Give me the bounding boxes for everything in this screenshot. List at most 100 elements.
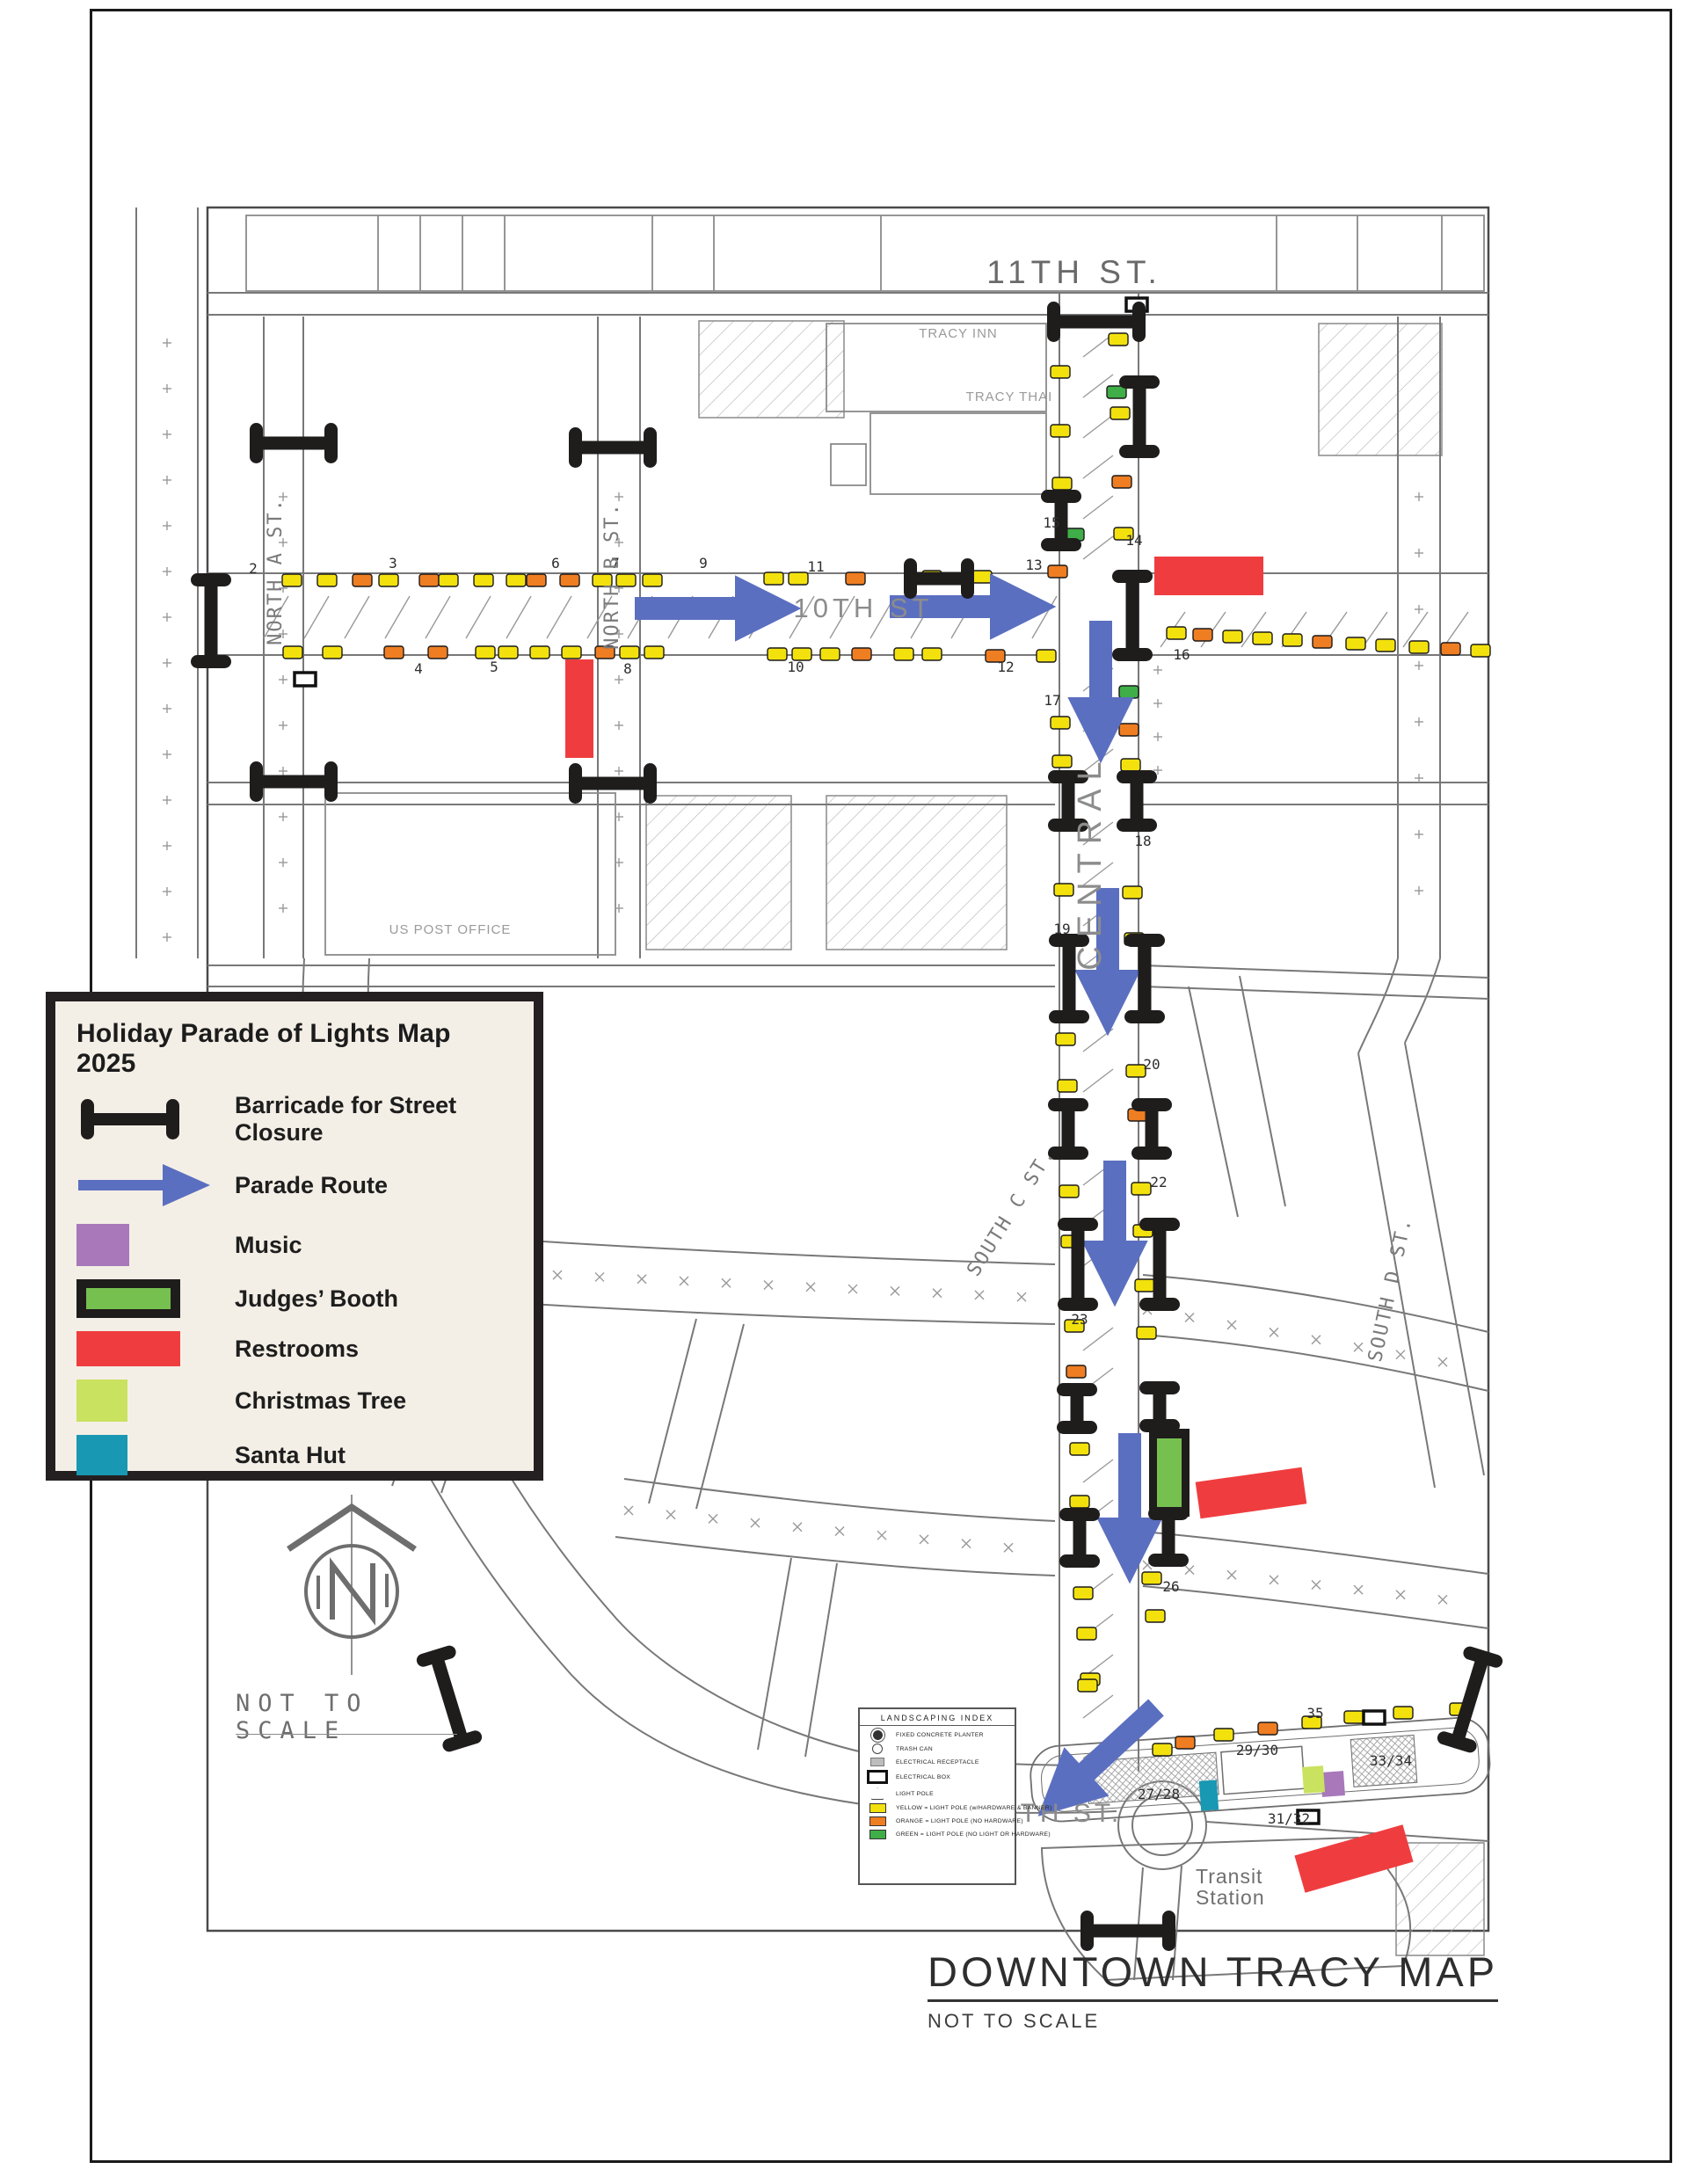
barricade-marker (1047, 302, 1146, 342)
electrical-box-icon (866, 1770, 889, 1784)
barricade-marker (1437, 1646, 1503, 1753)
light-pole-marker (1145, 1609, 1166, 1623)
pole-number: 14 (1125, 532, 1142, 549)
light-pole-marker (526, 573, 547, 587)
light-pole-marker (1252, 631, 1273, 645)
light-pole-marker (1069, 1442, 1090, 1456)
pole-number: 10 (787, 659, 804, 675)
light-pole-marker (1213, 1728, 1234, 1742)
pole-number: 23 (1071, 1311, 1088, 1328)
light-pole-marker (559, 573, 580, 587)
pole-number: 17 (1044, 692, 1060, 709)
barricade-marker (250, 423, 338, 463)
pole-number: 18 (1134, 833, 1151, 849)
light-pole-marker (893, 647, 914, 661)
restrooms-swatch-icon (76, 1331, 215, 1366)
light-pole-marker (1036, 649, 1057, 663)
electrical-box-marker (1296, 1809, 1321, 1825)
street-label: TRACY INN (919, 326, 998, 341)
building-outlines (245, 215, 1485, 956)
pole-number: 31/32 (1268, 1810, 1310, 1827)
north-compass: N (264, 1495, 492, 1684)
light-pole-marker (1118, 723, 1139, 737)
light-pole-marker (281, 573, 302, 587)
light-pole-marker (1408, 640, 1430, 654)
barricade-marker (904, 558, 974, 599)
pole-number: 15 (1043, 514, 1059, 531)
pole-number: 8 (623, 660, 632, 677)
street-label: 11TH ST. (986, 254, 1161, 290)
lndx-item: LIGHT POLE (866, 1787, 1008, 1800)
light-pole-marker (644, 645, 665, 659)
light-pole-marker (383, 645, 404, 659)
pole-number: 11 (807, 558, 824, 575)
judges-booth-icon (76, 1279, 215, 1318)
pole-number: 2 (249, 560, 258, 577)
restrooms-marker (565, 659, 593, 758)
pole-number: 33/34 (1370, 1752, 1412, 1769)
barricade-marker (1059, 1508, 1100, 1568)
transit-station-label: Transit Station (1196, 1865, 1265, 1910)
lndx-item: ELECTRICAL RECEPTACLE (866, 1758, 1008, 1766)
legend-item-label: Judges’ Booth (235, 1285, 399, 1312)
light-pole-marker (1050, 365, 1071, 379)
legend-item-santa-hut: Santa Hut (76, 1435, 513, 1475)
light-pole-marker (427, 645, 448, 659)
light-pole-marker (378, 573, 399, 587)
christmas-tree-marker (1301, 1765, 1326, 1794)
barricade-marker (569, 427, 657, 468)
street-label: US POST OFFICE (389, 922, 512, 937)
light-pole-marker (1076, 1627, 1097, 1641)
sheet-title: DOWNTOWN TRACY MAP (928, 1947, 1499, 2002)
light-pole-marker (1047, 564, 1068, 579)
light-pole-marker (475, 645, 496, 659)
barricade-marker (1139, 1381, 1180, 1432)
light-pole-marker (921, 647, 942, 661)
barricade-marker (250, 761, 338, 802)
santa-hut-swatch-icon (76, 1435, 215, 1475)
plaza-strip (1030, 1716, 1491, 1823)
lndx-item: TRASH CAN (866, 1744, 1008, 1754)
restrooms-marker (1195, 1467, 1307, 1519)
music-swatch-icon (76, 1224, 215, 1266)
barricade-marker (1124, 934, 1165, 1023)
legend-item-label: Barricade for Street Closure (235, 1092, 457, 1146)
light-pole-marker (791, 647, 812, 661)
light-pole-marker (1120, 758, 1141, 772)
barricade-marker (1148, 1507, 1189, 1567)
legend-item-christmas-tree: Christmas Tree (76, 1380, 513, 1422)
pole-number: 5 (490, 659, 498, 675)
barricade-icon (76, 1096, 215, 1142)
legend-item-barricade: Barricade for Street Closure (76, 1092, 513, 1147)
light-pole-marker (1175, 1736, 1196, 1750)
barricade-marker (1058, 1218, 1098, 1311)
light-pole-marker (1057, 1079, 1078, 1093)
light-pole-marker (1110, 406, 1131, 420)
compass-underline (236, 1734, 457, 1735)
street-label: CENTRAL (1072, 753, 1109, 970)
light-pole-marker (1257, 1722, 1278, 1736)
light-pole-marker (1069, 1495, 1090, 1509)
light-pole-marker (1066, 1365, 1087, 1379)
barricade-marker (1139, 1218, 1180, 1311)
orange-pole-swatch (866, 1816, 889, 1826)
light-pole-marker (1301, 1715, 1322, 1729)
light-pole-marker (763, 571, 784, 586)
pole-number: 12 (997, 659, 1014, 675)
light-pole-marker (1440, 642, 1461, 656)
light-pole-marker (282, 645, 303, 659)
parking-lots (645, 320, 1485, 1956)
light-pole-marker (619, 645, 640, 659)
light-pole-marker (1152, 1743, 1173, 1757)
parade-route-arrow (1037, 1699, 1164, 1816)
restrooms-marker (1294, 1824, 1414, 1893)
street-label: 10TH ST (793, 593, 933, 623)
legend-panel: Holiday Parade of Lights Map 2025 Barric… (46, 992, 543, 1481)
pole-number: 6 (551, 555, 560, 571)
barricade-marker (569, 763, 657, 804)
light-pole-marker (788, 571, 809, 586)
music-marker (1321, 1771, 1345, 1797)
restrooms-marker (1154, 557, 1263, 595)
light-pole-marker (1064, 1319, 1085, 1333)
